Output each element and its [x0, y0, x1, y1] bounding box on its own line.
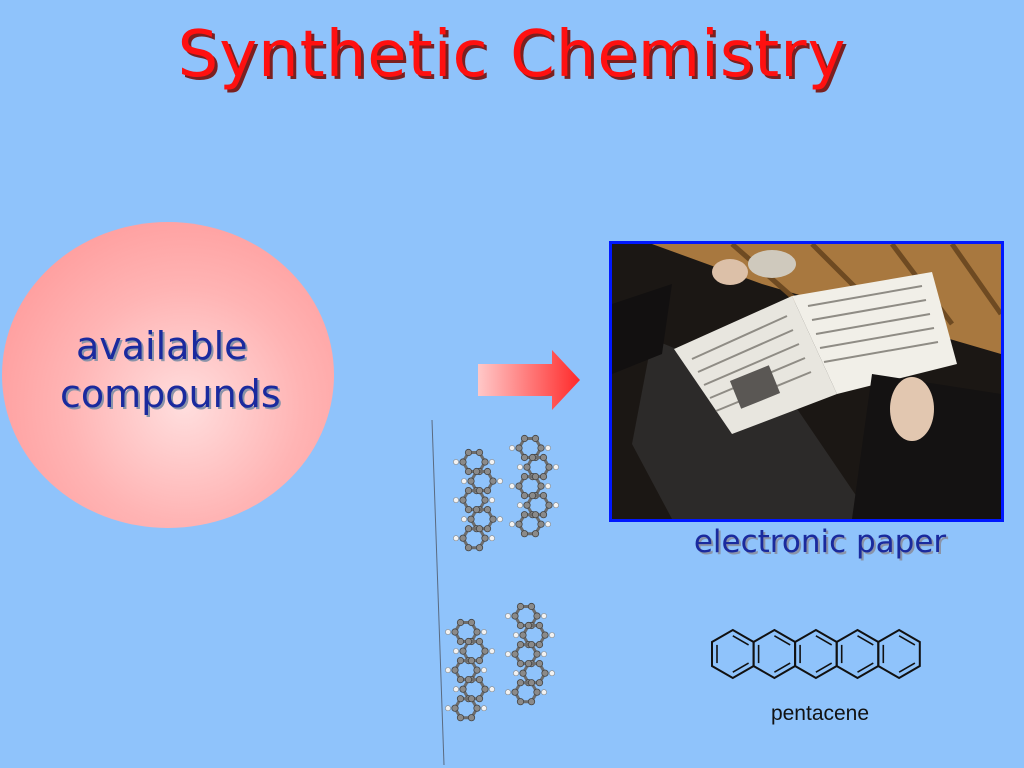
- bubble-label: available compounds: [60, 322, 300, 418]
- molecular-crystal-image: [431, 420, 559, 765]
- bubble-line-2: compounds: [60, 372, 281, 416]
- electronic-paper-photo: [609, 241, 1004, 522]
- pentacene-caption: pentacene: [770, 702, 870, 725]
- electronic-paper-caption: electronic paper: [693, 524, 947, 560]
- slide-title: Synthetic Chemistry: [177, 18, 847, 92]
- compounds-bubble: [2, 222, 334, 528]
- bubble-line-1: available: [76, 324, 248, 368]
- right-arrow-icon: [478, 350, 580, 410]
- pentacene-structure-diagram: [711, 628, 921, 680]
